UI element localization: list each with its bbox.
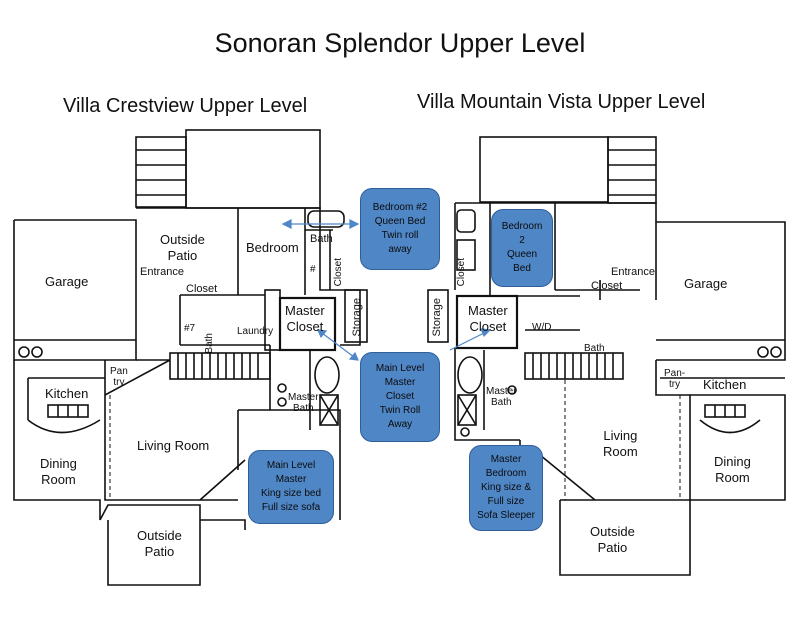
right-closet-label: Closet <box>591 280 623 292</box>
left-outside-patio-top-label: Outside Patio <box>160 232 205 263</box>
left-garage-wall <box>13 219 137 361</box>
left-bath-small-label: Bath <box>204 333 215 354</box>
left-plan-heading: Villa Crestview Upper Level <box>63 95 308 117</box>
callout-arrows <box>281 219 492 361</box>
callout-master-bedroom-right: Master Bedroom King size & Full size Sof… <box>469 445 543 531</box>
left-closet-label: Closet <box>186 283 218 295</box>
left-entrance-label: Entrance <box>140 266 185 278</box>
left-closet-vertical-label: Closet <box>333 258 344 287</box>
callout-bedroom-2: Bedroom #2 Queen Bed Twin roll away <box>360 188 440 270</box>
left-bath-top-label: Bath <box>310 233 333 245</box>
left-hash-label: # <box>310 264 316 275</box>
right-closet-vertical-label: Closet <box>456 258 467 287</box>
left-garage-label: Garage <box>45 274 89 289</box>
right-entrance-label: Entrance <box>611 266 656 278</box>
right-bath-small-label: Bath <box>584 343 605 354</box>
left-master-bath-label: Master Bath <box>288 392 319 414</box>
right-outside-patio-label: Outside Patio <box>590 524 635 555</box>
right-roof-box <box>479 136 609 203</box>
left-number-7-label: #7 <box>184 323 196 334</box>
left-dining-room-label: Dining Room <box>40 456 77 487</box>
right-plan-heading: Villa Mountain Vista Upper Level <box>417 91 706 113</box>
left-bedroom-label: Bedroom <box>246 240 299 255</box>
left-outside-patio-bottom-label: Outside Patio <box>137 528 182 559</box>
left-living-room-label: Living Room <box>137 438 210 453</box>
right-master-closet-label: Master Closet <box>468 303 508 334</box>
left-stairs <box>169 352 271 380</box>
left-master-closet-label: Master Closet <box>285 303 325 334</box>
right-living-room-label: Living Room <box>603 428 638 459</box>
page-title: Sonoran Splendor Upper Level <box>214 28 586 58</box>
callout-main-level-master-left: Main Level Master King size bed Full siz… <box>248 450 334 524</box>
right-dining-room-label: Dining Room <box>714 454 751 485</box>
left-laundry-label: Laundry <box>237 326 274 337</box>
right-master-bath-label: Master Bath <box>486 386 517 408</box>
left-balcony <box>135 136 187 208</box>
left-kitchen-label: Kitchen <box>45 386 89 401</box>
right-pantry-label: Pan- try <box>664 368 686 390</box>
callout-main-level-master-closet: Main Level Master Closet Twin Roll Away <box>360 352 440 442</box>
right-storage-label: Storage <box>431 298 443 337</box>
left-storage-label: Storage <box>351 298 363 337</box>
left-pantry-label: Pan try <box>110 366 128 388</box>
right-garage-label: Garage <box>684 276 728 291</box>
right-stairs <box>524 352 624 380</box>
right-master-closet-wall <box>455 294 519 350</box>
left-roof-box <box>185 129 321 209</box>
right-wd-label: W/D <box>532 322 552 333</box>
right-kitchen-label: Kitchen <box>703 377 747 392</box>
right-balcony <box>607 136 657 204</box>
callout-bedroom-2-right: Bedroom 2 Queen Bed <box>491 209 553 287</box>
